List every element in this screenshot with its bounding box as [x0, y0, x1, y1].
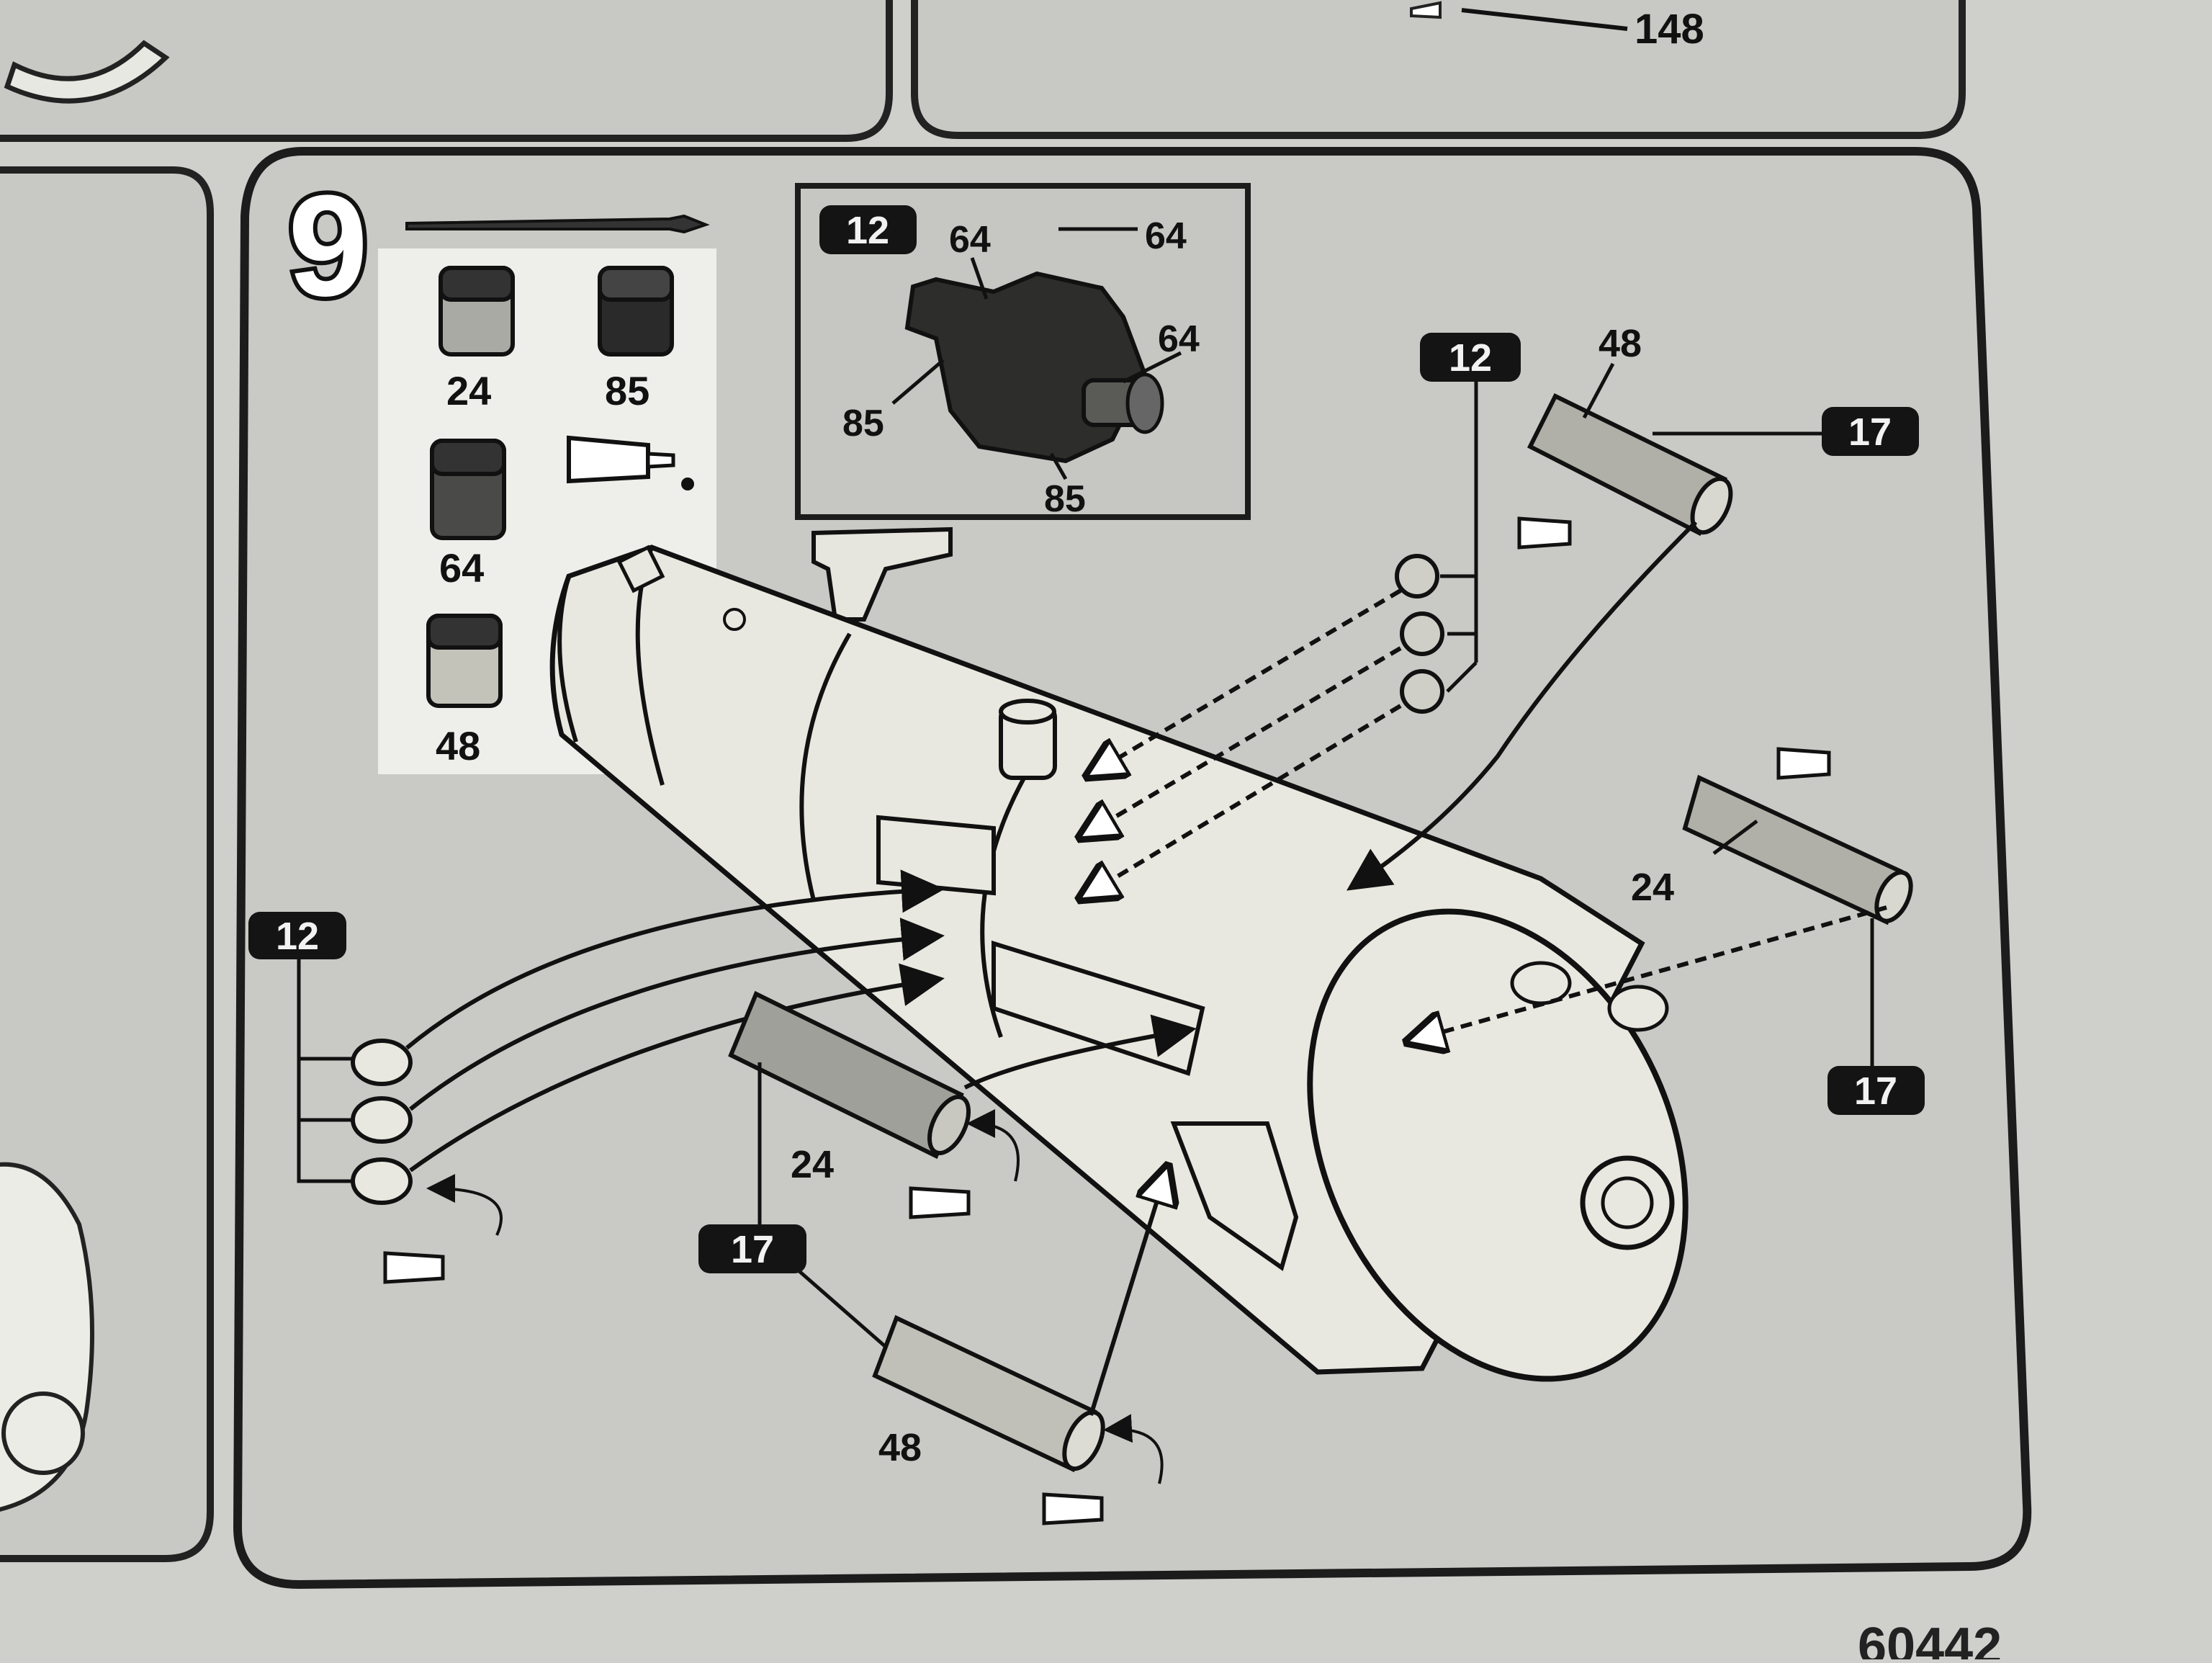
connector-right-2: [1400, 611, 1444, 656]
label-24-right: 24: [1631, 866, 1674, 909]
glue-icon-legend: [567, 435, 694, 490]
arrow-right-1: [1091, 588, 1402, 774]
arrow-left-3: [409, 963, 945, 1173]
connector-part: [904, 271, 1164, 464]
glue-icon-top-right: [1517, 516, 1572, 550]
paint-code-24: 24: [446, 368, 491, 413]
svg-text:17: 17: [1854, 1070, 1897, 1113]
arrow-right-3: [1084, 704, 1402, 897]
inset-label-64-right: 64: [1145, 215, 1187, 257]
bracket-left-12: [297, 951, 353, 1183]
helmet-port: [1, 1391, 85, 1475]
inset-label-85-left: 85: [842, 403, 884, 444]
badge-17-bottom: 17: [698, 1224, 806, 1273]
leader-inset-85b: [1049, 452, 1068, 480]
arrow-cylinder-center: [963, 1014, 1197, 1090]
paint-pot-64: [430, 439, 506, 540]
badge-17-top: 17: [1822, 407, 1919, 456]
connector-right-3: [1400, 669, 1444, 714]
ring-fragment: [4, 40, 170, 104]
panel-prev-right: [911, 0, 1966, 139]
arrow-cylinder-right: [1411, 905, 1887, 1041]
glue-curve-bottom: [1103, 1414, 1164, 1484]
badge-12-left: 12: [248, 912, 346, 959]
label-148: 148: [1635, 6, 1704, 53]
svg-text:12: 12: [276, 915, 319, 958]
leader-17-bottom: [798, 1270, 887, 1348]
glue-curve-left: [426, 1174, 503, 1236]
panel-prev-left: [0, 0, 893, 142]
paint-code-48: 48: [436, 723, 480, 768]
connector-left-1: [351, 1039, 413, 1086]
label-48-bottom: 48: [878, 1426, 922, 1469]
leader-48-top: [1582, 362, 1615, 419]
cylinder-24-center: [728, 990, 971, 1160]
label-24-center: 24: [791, 1143, 834, 1186]
svg-text:17: 17: [731, 1228, 774, 1271]
paintbrush-icon: [405, 214, 710, 234]
leader-inset-64c: [1122, 351, 1182, 384]
glue-icon-center: [909, 1186, 971, 1219]
leader-24-right: [1712, 820, 1758, 855]
paint-code-64: 64: [439, 545, 484, 591]
arrow-right-2: [1084, 646, 1402, 835]
glue-icon-top: [1410, 1, 1442, 19]
arrow-cylinder-bottom: [1089, 1170, 1166, 1416]
cylinder-48-top: [1527, 393, 1733, 537]
cylinder-48-bottom: [872, 1314, 1105, 1473]
paint-pot-85: [598, 266, 674, 357]
inset-label-64-side: 64: [1158, 318, 1200, 360]
glue-icon-right: [1776, 747, 1831, 780]
arrow-cylinder-top: [1346, 520, 1698, 891]
arrow-left-1: [405, 869, 945, 1050]
bracket-right-12: [1440, 382, 1478, 693]
connector-left-2: [351, 1096, 413, 1144]
inset-badge: [819, 205, 917, 254]
tank-mount: [811, 526, 953, 622]
glue-icon-bottom: [1042, 1492, 1104, 1525]
glue-curve-center: [966, 1109, 1020, 1182]
connector-left-3: [351, 1157, 413, 1205]
badge-17-right: 17: [1827, 1066, 1925, 1115]
paint-code-85: 85: [605, 368, 649, 413]
arrow-left-2: [409, 918, 945, 1111]
paint-pot-48: [426, 614, 503, 708]
inset-label-85-bottom: 85: [1044, 478, 1086, 520]
paint-pot-24: [439, 266, 515, 357]
glue-icon-left: [383, 1251, 445, 1284]
connector-right-1: [1395, 554, 1439, 599]
page-code: 60442: [1858, 1618, 2002, 1659]
label-48-top: 48: [1599, 322, 1642, 365]
leader-inset-64a: [970, 257, 989, 300]
inset-badge-text: 12: [846, 209, 889, 252]
inset-label-64-top: 64: [949, 219, 991, 261]
step-number: 9: [288, 166, 368, 326]
svg-text:17: 17: [1848, 411, 1892, 454]
badge-12-right: 12: [1420, 333, 1521, 382]
leader-148: [1461, 8, 1628, 31]
svg-text:12: 12: [1449, 336, 1492, 380]
leader-inset-85a: [891, 359, 945, 405]
